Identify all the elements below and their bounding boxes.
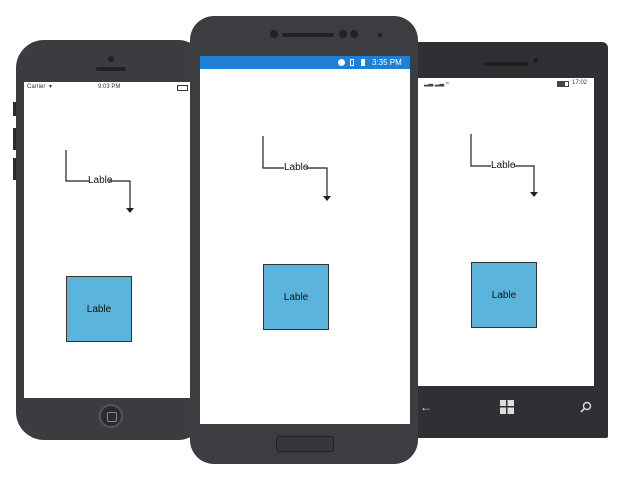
ios-speaker [96, 67, 126, 71]
signal-icons: ▂▃ ▂▃ ≈ [424, 81, 450, 87]
windows-connector-label: Lable [491, 160, 516, 171]
windows-box-label: Lable [491, 289, 517, 301]
android-connector-label: Lable [284, 162, 309, 173]
ios-home-button[interactable] [99, 404, 123, 428]
ios-connector-lines [65, 150, 134, 213]
windows-logo-icon[interactable] [500, 400, 514, 414]
android-connector-lines [262, 136, 331, 201]
android-status-time: 3:35 PM [372, 58, 402, 67]
windows-status-time: 17:02 [572, 80, 588, 86]
ios-side-button-3 [13, 158, 16, 180]
windows-screen: ▂▃ ▂▃ ≈ 17:02 Lable Lable [418, 78, 594, 386]
ios-status-carrier: Carrier [27, 84, 46, 90]
ios-battery-icon [177, 85, 188, 91]
android-blue-box: Lable [263, 264, 329, 330]
ios-camera [108, 56, 114, 62]
ios-status-time: 9:03 PM [98, 84, 121, 90]
android-box-label: Lable [283, 291, 309, 303]
windows-blue-box: Lable [471, 262, 537, 328]
ios-screen: Carrier ▾ 9:03 PM Lable Lable [24, 82, 192, 398]
back-arrow-icon[interactable]: ← [420, 400, 432, 414]
battery-icon [361, 59, 365, 66]
windows-speaker [484, 62, 528, 66]
do-not-disturb-icon [338, 59, 345, 66]
windows-camera [533, 58, 538, 63]
windows-connector-lines [470, 134, 538, 197]
android-status-bar: 3:35 PM [200, 56, 410, 69]
android-sensor-2 [350, 30, 358, 38]
signal-icon [350, 59, 354, 66]
ios-blue-box: Lable [66, 276, 132, 342]
windows-battery-icon [557, 81, 569, 87]
ios-home-button-square [107, 412, 117, 422]
android-screen: 3:35 PM Lable Lable [200, 56, 410, 424]
ios-connector-label: Lable [88, 175, 113, 186]
android-speaker [282, 33, 334, 37]
wifi-icon: ▾ [49, 84, 53, 90]
android-front-camera [270, 30, 278, 38]
search-icon[interactable] [580, 400, 592, 413]
ios-side-button-2 [13, 128, 16, 150]
android-home-key[interactable] [276, 436, 334, 452]
ios-side-button-1 [13, 102, 16, 116]
android-sensor-3 [378, 33, 382, 37]
android-sensor-1 [339, 30, 347, 38]
ios-box-label: Lable [86, 303, 112, 315]
